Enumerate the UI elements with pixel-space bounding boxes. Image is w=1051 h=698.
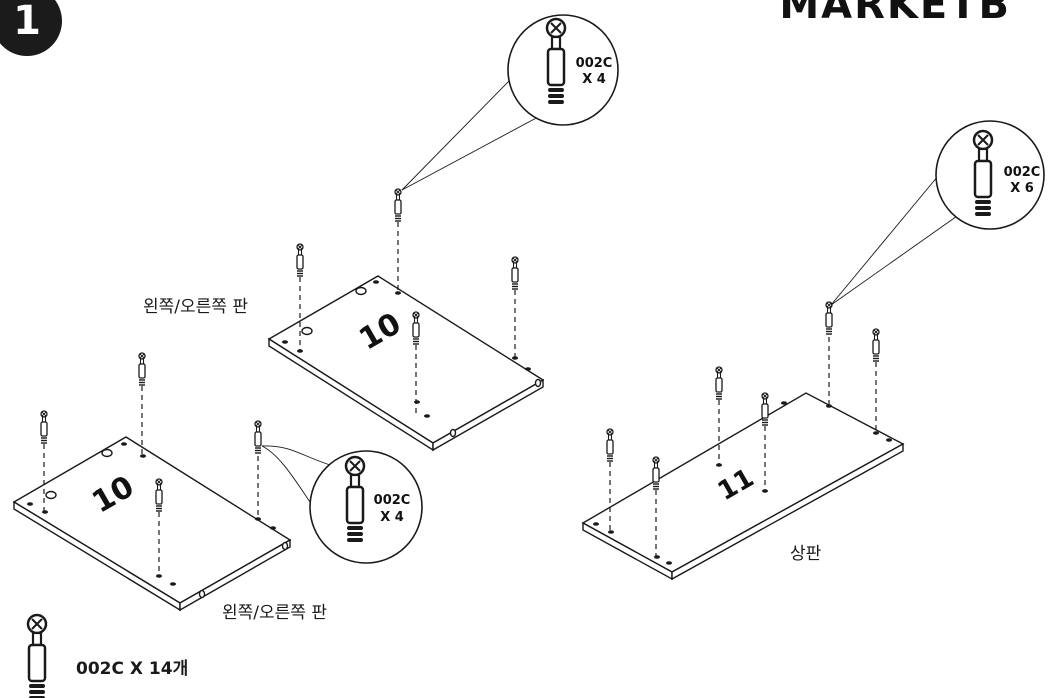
callout-2-code: 002C <box>374 493 411 508</box>
cam-dowel-icon <box>40 410 48 444</box>
cam-dowel-icon <box>138 352 146 386</box>
callout-3: 002C X 6 <box>830 120 1045 306</box>
cam-dowel-icon <box>412 311 420 345</box>
callout-2: 002C X 4 <box>261 445 423 564</box>
cam-dowel-icon <box>825 301 833 335</box>
cam-dowel-icon <box>761 392 769 426</box>
callout-1-qty: X 4 <box>582 72 606 87</box>
callout-1-code: 002C <box>576 56 613 71</box>
legend-dowel-icon <box>26 613 48 698</box>
label-top-panel: 상판 <box>790 544 822 564</box>
callout-3-qty: X 6 <box>1010 181 1034 196</box>
cam-dowel-icon <box>715 366 723 400</box>
label-side-panel-upper: 왼쪽/오른쪽 판 <box>143 297 248 317</box>
callout-1: 002C X 4 <box>401 14 619 191</box>
step-badge-icon: 1 <box>0 0 62 56</box>
cam-dowel-icon <box>511 256 519 290</box>
cam-dowel-icon <box>872 328 880 362</box>
brand-logo: MARKETB <box>779 0 1011 28</box>
cam-dowel-icon <box>394 188 402 222</box>
cam-dowel-icon <box>155 478 163 512</box>
callout-2-qty: X 4 <box>380 510 404 525</box>
callout-3-code: 002C <box>1004 165 1041 180</box>
dowel-guides <box>43 222 877 576</box>
legend-text: 002C X 14개 <box>76 659 189 679</box>
panel-10-upper <box>267 275 545 452</box>
cam-dowel-icon <box>296 243 304 277</box>
cam-dowel-icon <box>652 456 660 490</box>
label-side-panel-lower: 왼쪽/오른쪽 판 <box>222 603 327 623</box>
panel-11-top <box>581 392 905 581</box>
cam-dowel-icon <box>254 420 262 454</box>
panel-10-lower <box>12 436 292 612</box>
cam-dowel-icon <box>606 428 614 462</box>
